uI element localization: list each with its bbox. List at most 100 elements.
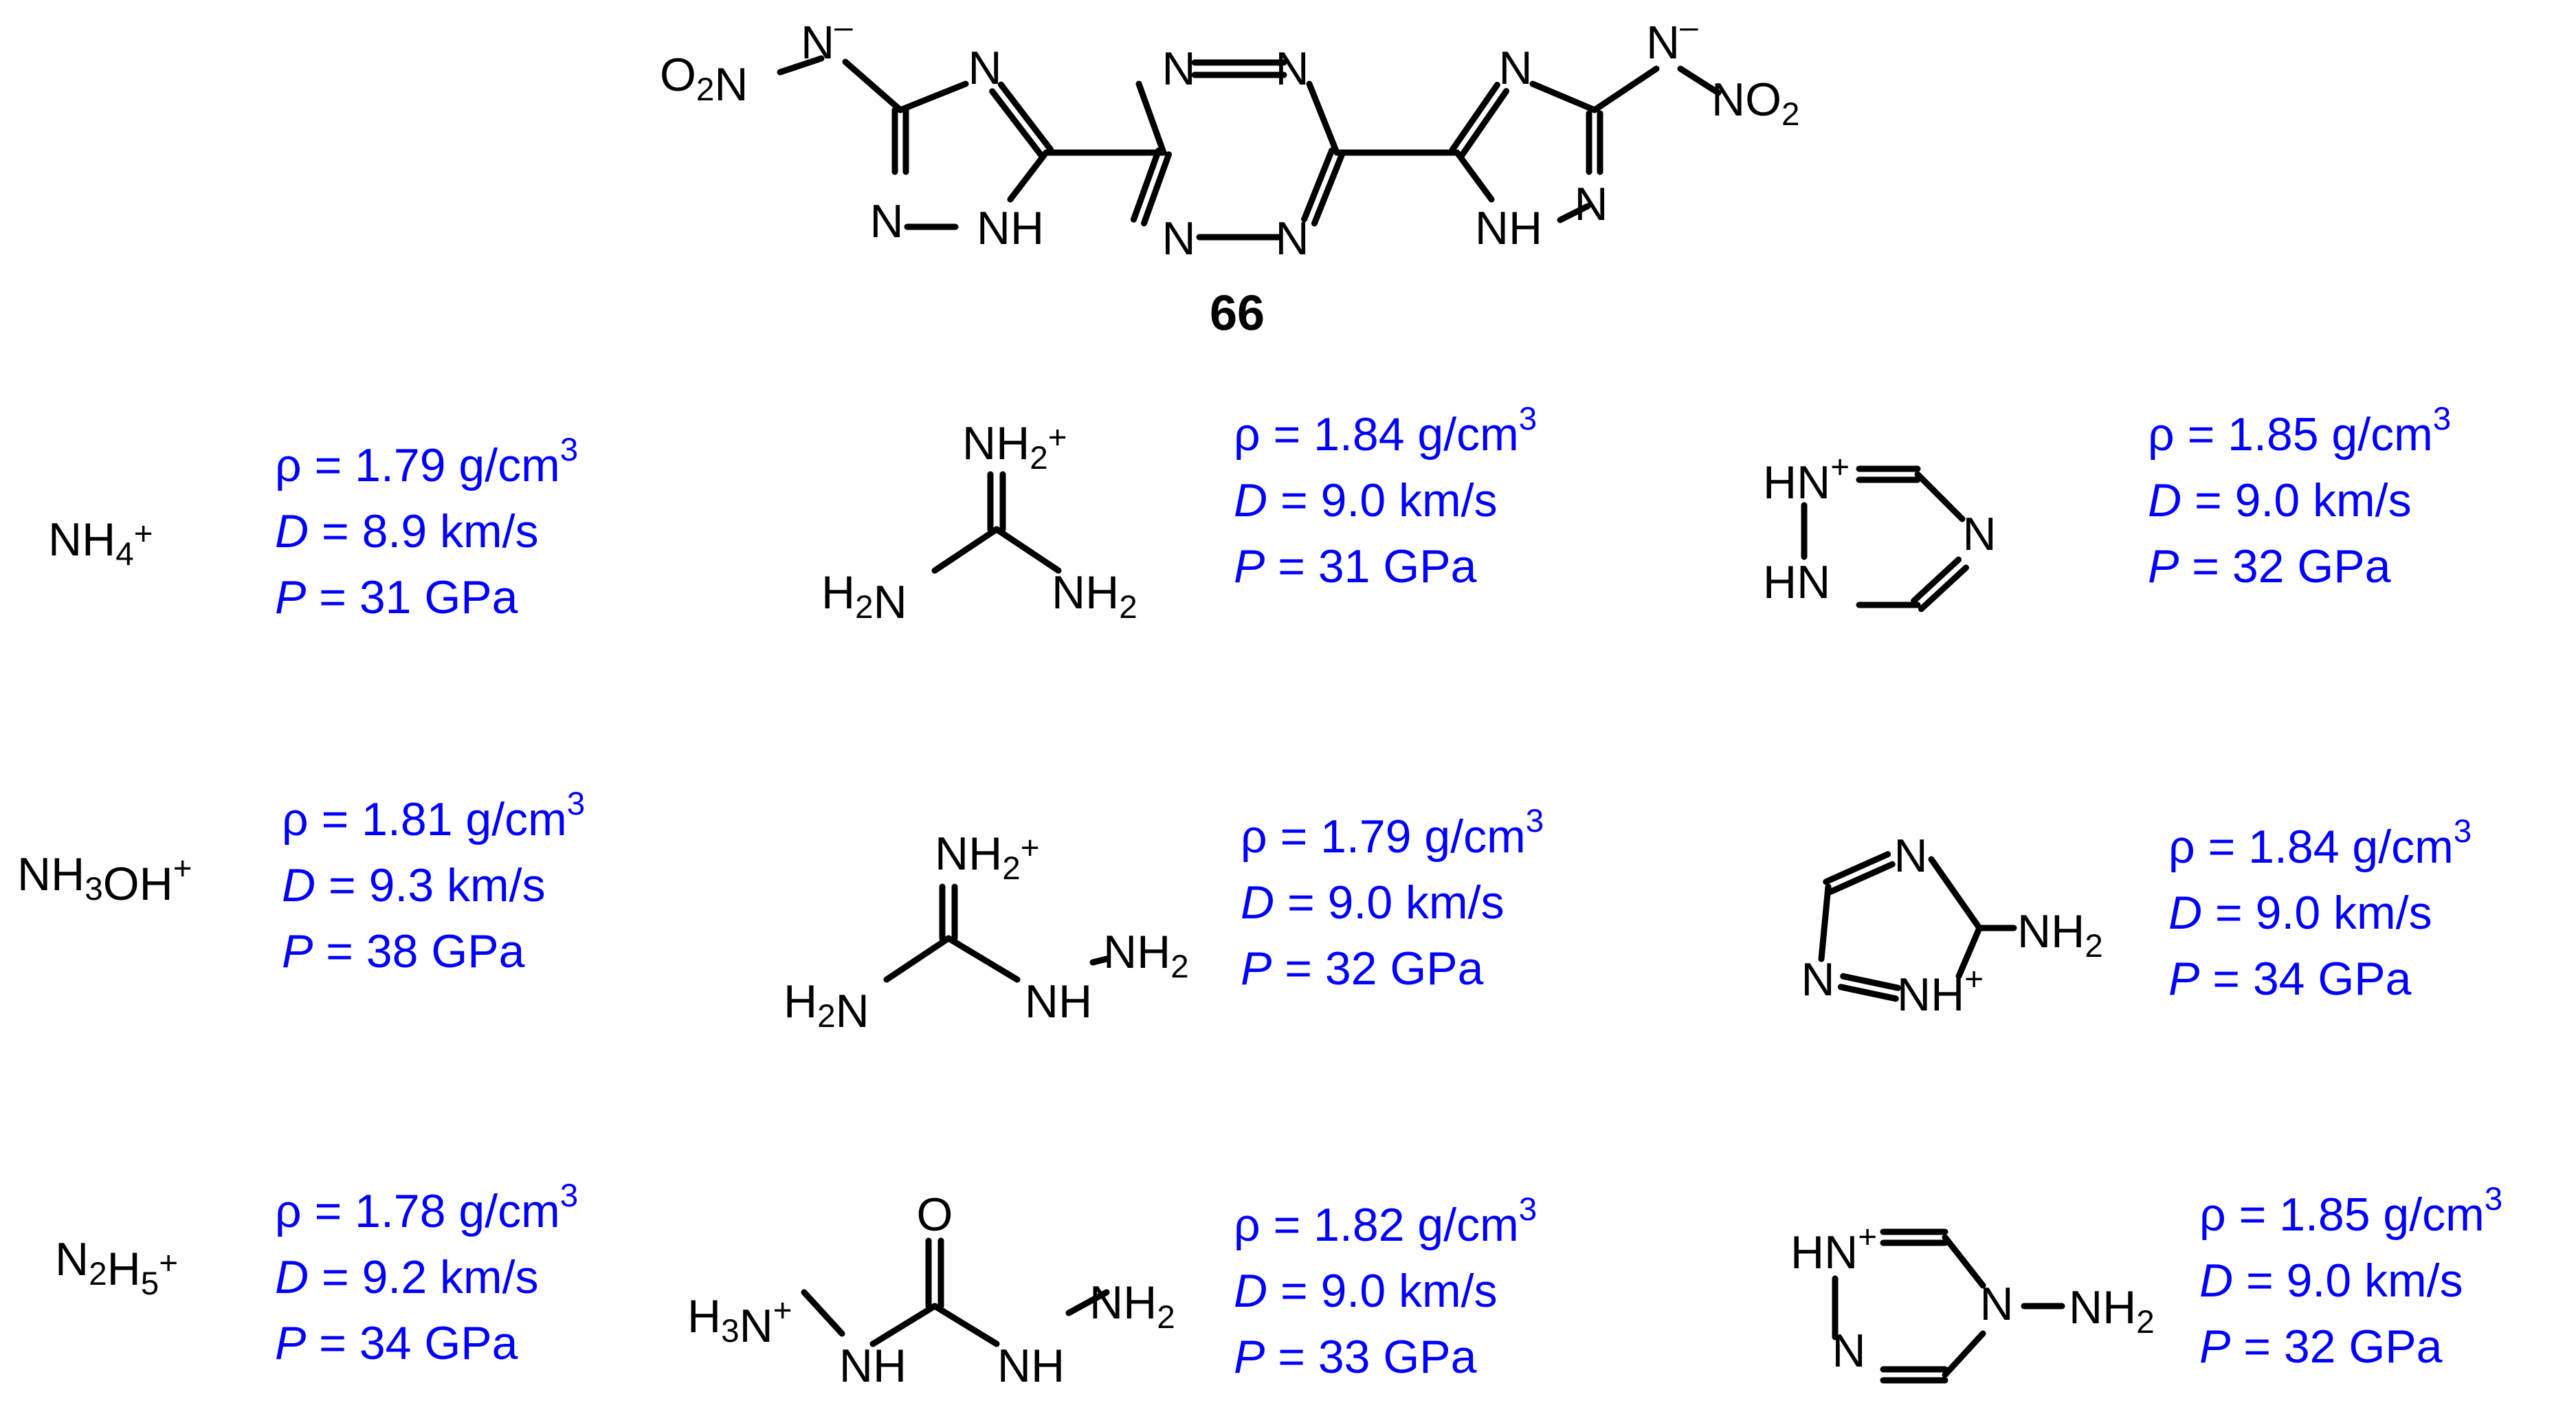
aminoguanidinium-nh: NH <box>1025 975 1092 1028</box>
nitro-bond <box>777 55 825 76</box>
hydrazinium-formula: N2H5+ <box>55 1233 178 1302</box>
guanidinium-detonation-velocity: D = 9.0 km/s <box>1234 474 1498 527</box>
triazole-n: N <box>869 195 903 247</box>
hydroxylammonium-density: ρ = 1.81 g/cm3 <box>282 786 585 846</box>
tetrazine-n: N <box>1275 43 1309 95</box>
hydroxylammonium-detonation-pressure: P = 38 GPa <box>282 925 525 977</box>
triazolium-detonation-pressure: P = 32 GPa <box>2148 540 2391 593</box>
nn-bond <box>1065 1289 1110 1316</box>
ring-bond <box>1914 471 1966 522</box>
ammonium-density: ρ = 1.79 g/cm3 <box>275 432 578 491</box>
cn-bond <box>945 935 1021 983</box>
carbohydrazidium-nh: NH <box>839 1340 907 1392</box>
nitro-group-left: O2N <box>660 49 748 111</box>
aminotriazolium4-nh2: NH2 <box>2069 1281 2155 1340</box>
tetrazine-double-bond <box>1141 151 1173 227</box>
hydroxylammonium-detonation-velocity: D = 9.3 km/s <box>282 859 546 912</box>
n-minus-left: N– <box>801 9 853 69</box>
aminotriazolium4-hn-plus: HN+ <box>1790 1219 1877 1279</box>
triazole-bond <box>1454 149 1495 203</box>
triazole-double-bond <box>997 81 1054 153</box>
hydrazinium-detonation-velocity: D = 9.2 km/s <box>275 1251 539 1303</box>
triazole-double-bond <box>1458 88 1510 159</box>
nn-bond <box>801 1289 845 1337</box>
nitroimine-bond <box>1591 65 1660 113</box>
aminotriazolium-n: N <box>1894 830 1927 882</box>
guanidinium-nh2-right: NH2 <box>1052 566 1137 626</box>
aminotriazolium-nh-plus: NH+ <box>1897 961 1984 1021</box>
tetrazine-bond <box>1306 80 1340 156</box>
hydrazinium-detonation-pressure: P = 34 GPa <box>275 1317 518 1369</box>
cn-bond <box>931 1303 1000 1347</box>
aminoguanidinium-nh2-top: NH2+ <box>935 828 1040 887</box>
hydrazinium-density: ρ = 1.78 g/cm3 <box>275 1178 578 1237</box>
ring-double-bond <box>1918 564 1969 612</box>
aminoguanidinium-nh2: NH2 <box>1103 926 1189 985</box>
triazolium-n: N <box>1962 508 1996 560</box>
tetrazine-double-bond <box>1301 147 1335 223</box>
ring-double-bond <box>1827 861 1896 895</box>
aminoguanidinium-h2n: H2N <box>784 975 869 1037</box>
tetrazine-n: N <box>1162 212 1195 265</box>
aminotriazolium-n: N <box>1801 953 1834 1006</box>
tetrazine-double-bond <box>1130 147 1162 223</box>
aminotriazolium4-n: N <box>1832 1325 1865 1377</box>
ring-bond <box>1928 856 1983 931</box>
triazolium-density: ρ = 1.85 g/cm3 <box>2148 401 2451 461</box>
carbohydrazidium-detonation-pressure: P = 33 GPa <box>1234 1331 1477 1383</box>
ring-double-bond <box>1911 556 1962 604</box>
aminoguanidinium-detonation-pressure: P = 32 GPa <box>1241 942 1484 995</box>
nitro-bond <box>1677 65 1722 96</box>
triazole-n: N <box>1574 178 1608 230</box>
n-minus-right: N– <box>1646 9 1698 69</box>
triazolium-hn-plus: HN+ <box>1763 449 1850 509</box>
guanidinium-detonation-pressure: P = 31 GPa <box>1234 540 1477 593</box>
triazole-bond <box>1529 80 1598 113</box>
triazole-n: N <box>968 42 1001 94</box>
ammonium-formula: NH4+ <box>48 513 153 573</box>
ammonium-detonation-pressure: P = 31 GPa <box>275 571 518 623</box>
guanidinium-nh2-top: NH2+ <box>962 417 1067 476</box>
nitro-group-right: NO2 <box>1711 74 1800 133</box>
ring-double-bond <box>1837 984 1899 1002</box>
ring-double-bond <box>1840 973 1902 991</box>
aminotriazolium-detonation-velocity: D = 9.0 km/s <box>2168 887 2432 939</box>
carbohydrazidium-detonation-velocity: D = 9.0 km/s <box>1234 1265 1498 1317</box>
tetrazine-n: N <box>1162 43 1195 95</box>
tetrazine-double-bond <box>1311 151 1345 227</box>
carbohydrazidium-density: ρ = 1.82 g/cm3 <box>1234 1191 1537 1251</box>
triazole-nh: NH <box>977 202 1044 254</box>
cn-bond <box>869 1303 938 1347</box>
cn-bond <box>993 526 1062 574</box>
nitroimine-bond <box>842 58 904 113</box>
aminotriazolium-detonation-pressure: P = 34 GPa <box>2168 953 2412 1005</box>
aminotriazolium-density: ρ = 1.84 g/cm3 <box>2168 813 2472 873</box>
guanidinium-h2n: H2N <box>821 566 907 628</box>
triazole-double-bond <box>1449 81 1500 153</box>
ring-double-bond <box>1823 851 1891 885</box>
cn-bond <box>883 935 952 983</box>
bond-lines <box>777 55 2065 1384</box>
tetrazine-bond <box>1135 80 1167 156</box>
aminoguanidinium-density: ρ = 1.79 g/cm3 <box>1241 803 1544 863</box>
triazole-bond <box>1557 203 1591 223</box>
tetrazine-n: N <box>1275 212 1309 265</box>
aminotriazolium4-n4: N <box>1979 1278 2013 1330</box>
aminotriazolium4-density: ρ = 1.85 g/cm3 <box>2199 1181 2502 1241</box>
ring-bond <box>1955 925 1983 980</box>
aminotriazolium4-detonation-velocity: D = 9.0 km/s <box>2199 1255 2463 1307</box>
carbohydrazidium-h3n-plus: H3N+ <box>687 1290 792 1352</box>
triazole-n: N <box>1498 42 1532 94</box>
triazole-bond <box>1007 149 1050 203</box>
hydroxylammonium-formula: NH3OH+ <box>17 848 192 910</box>
ring-bond <box>1942 1234 1986 1289</box>
triazolium-detonation-velocity: D = 9.0 km/s <box>2148 474 2412 527</box>
triazole-bond <box>897 80 969 113</box>
triazolium-hn: HN <box>1763 556 1830 608</box>
carbohydrazidium-o: O <box>917 1189 953 1241</box>
triazole-nh: NH <box>1475 202 1542 254</box>
ring-bond <box>1818 883 1832 962</box>
cn-bond <box>931 526 1000 574</box>
